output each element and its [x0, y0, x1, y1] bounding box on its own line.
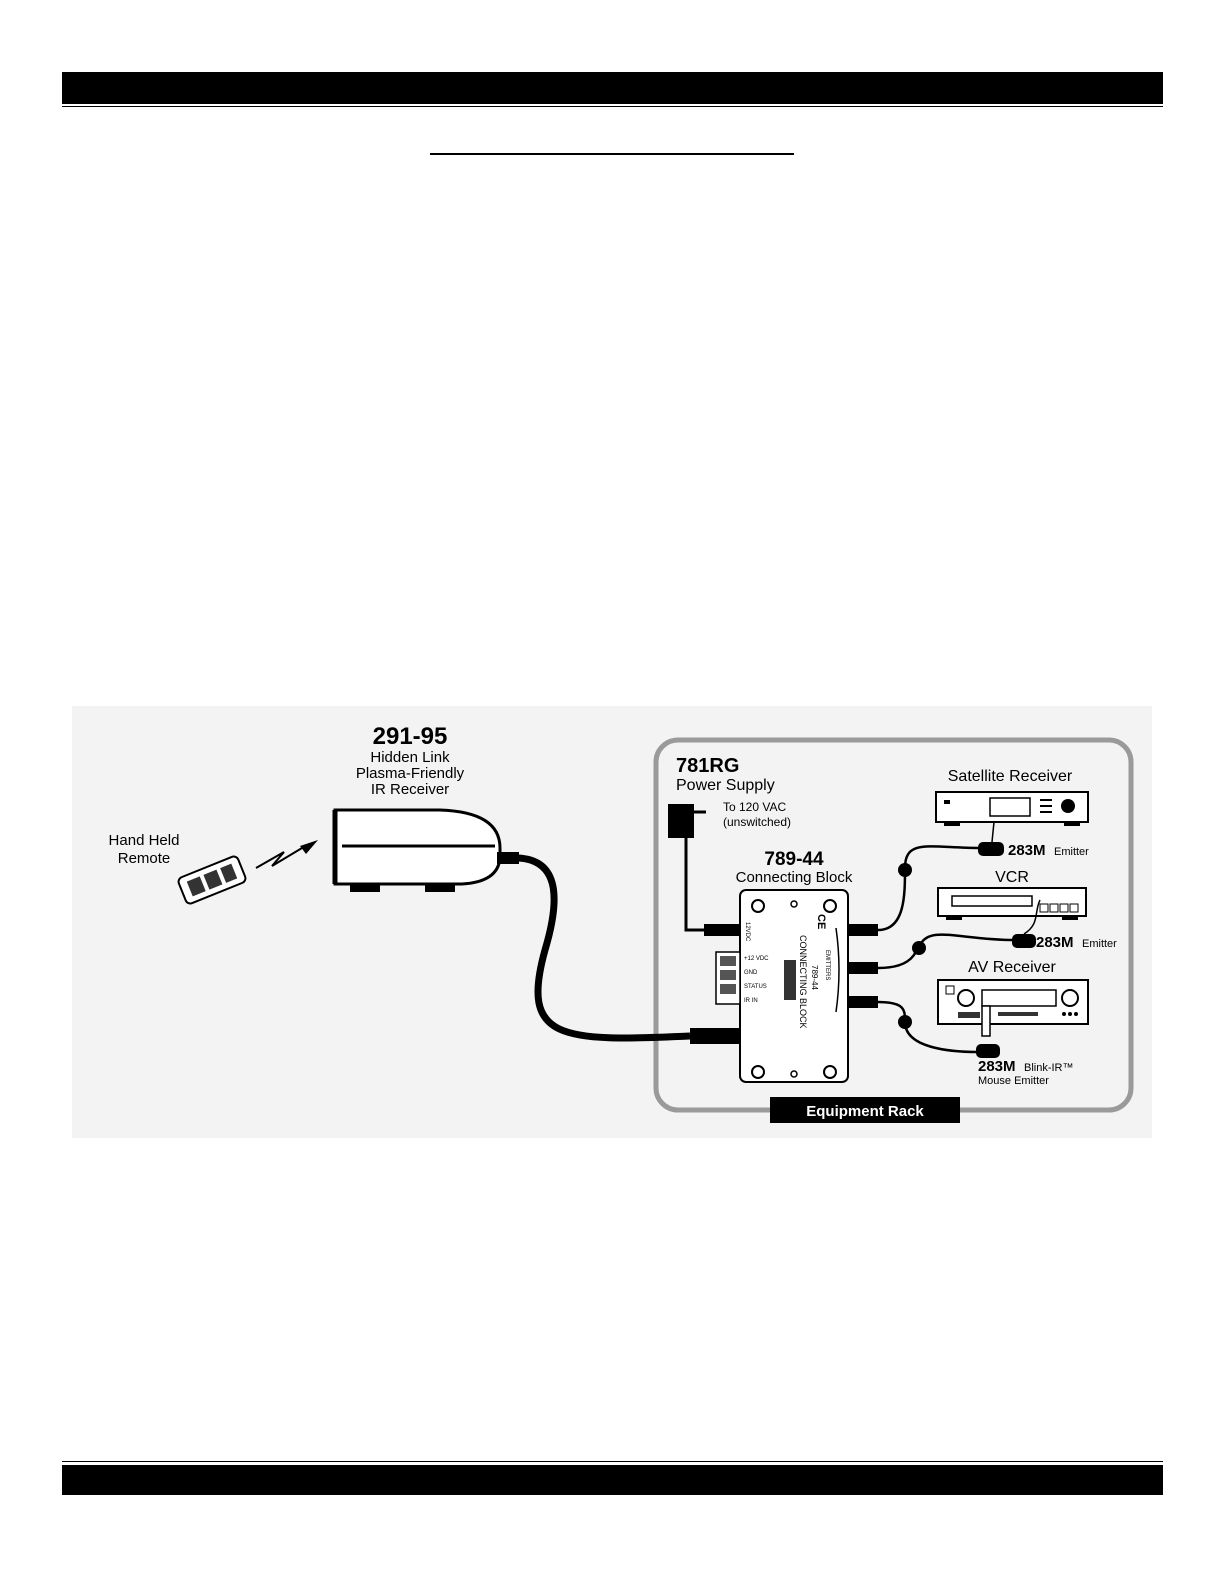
- emitter-1-icon: [978, 842, 1004, 856]
- power-note-line2: (unswitched): [723, 815, 791, 829]
- receiver-model: 291-95: [373, 723, 448, 750]
- block-label-emitters: EMITTERS: [824, 950, 830, 980]
- ir-signal-icon: [255, 840, 318, 869]
- emitter-3-type: Blink-IR™: [1024, 1062, 1074, 1074]
- receiver-line3: IR Receiver: [371, 781, 449, 798]
- connecting-block-device: [715, 889, 878, 1083]
- av-receiver-label: AV Receiver: [968, 959, 1056, 976]
- block-label-model: 789-44: [810, 965, 819, 990]
- receiver-cable: [517, 854, 691, 1042]
- remote-control-icon: [177, 855, 247, 905]
- power-supply-name: Power Supply: [676, 777, 775, 794]
- header-bar: [62, 72, 1163, 107]
- emitter-2-model: 283M: [1036, 934, 1074, 951]
- power-note-line1: To 120 VAC: [723, 800, 786, 814]
- power-adapter-icon: [668, 804, 694, 838]
- power-supply-model: 781RG: [676, 755, 739, 777]
- vcr-device: [937, 887, 1087, 920]
- receiver-line1: Hidden Link: [370, 749, 450, 766]
- block-label-name: CONNECTING BLOCK: [798, 935, 808, 1029]
- emitter-3-model: 283M: [978, 1058, 1016, 1075]
- connecting-block-name: Connecting Block: [736, 869, 853, 886]
- emitter-2-icon: [1012, 934, 1036, 948]
- emitter-3-icon: [976, 1044, 1000, 1058]
- title-underline: [430, 153, 794, 155]
- block-terminal-status: STATUS: [744, 984, 767, 990]
- power-cable: [684, 838, 705, 932]
- connecting-block-model: 789-44: [764, 849, 824, 870]
- remote-label-line1: Hand Held: [109, 832, 180, 849]
- block-terminal-vdc: +12 VDC: [744, 956, 769, 962]
- footer-bar: [62, 1461, 1163, 1495]
- block-terminal-irin: IR IN: [744, 998, 758, 1004]
- satellite-label: Satellite Receiver: [948, 768, 1073, 785]
- power-plug: [704, 924, 740, 936]
- block-label-12vdc: 12VDC: [744, 922, 750, 942]
- equipment-rack-label: Equipment Rack: [806, 1103, 924, 1120]
- ir-receiver-device: [332, 808, 519, 892]
- remote-label-line2: Remote: [118, 850, 171, 867]
- equipment-rack-tab: [770, 1097, 960, 1123]
- emitter-3-type-line2: Mouse Emitter: [978, 1075, 1049, 1087]
- satellite-receiver-device: [935, 791, 1089, 826]
- receiver-line2: Plasma-Friendly: [356, 765, 465, 782]
- receiver-plug: [690, 1028, 740, 1044]
- emitter-2-type: Emitter: [1082, 938, 1117, 950]
- av-receiver-device: [937, 979, 1089, 1025]
- block-terminal-gnd: GND: [744, 970, 758, 976]
- vcr-label: VCR: [995, 869, 1029, 886]
- diagram-background: [72, 706, 1152, 1138]
- emitter-1-model: 283M: [1008, 842, 1046, 859]
- emitter-1-type: Emitter: [1054, 846, 1089, 858]
- mouse-emitter-lead: [981, 1005, 991, 1037]
- block-label-ce: CE: [815, 914, 827, 929]
